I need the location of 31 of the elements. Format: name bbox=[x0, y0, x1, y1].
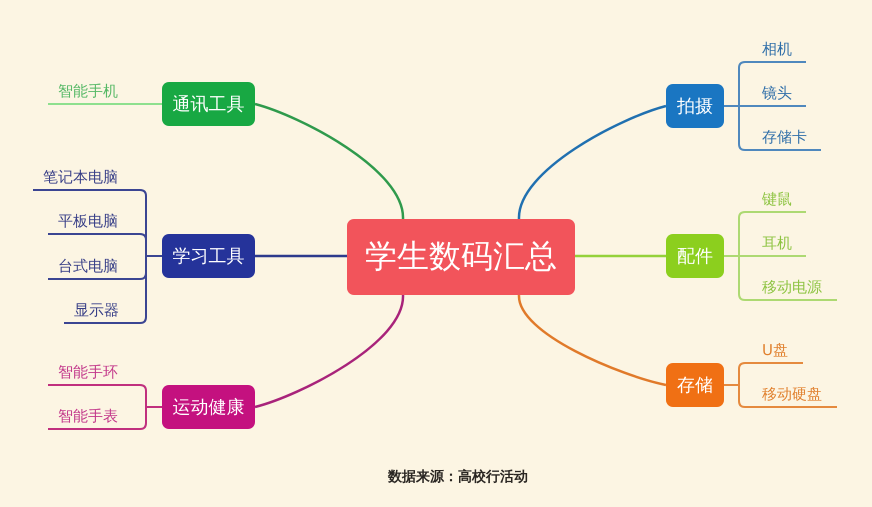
curved-connector bbox=[254, 294, 404, 408]
branch-topic-box: 运动健康 bbox=[162, 385, 255, 429]
underlined-topic: 移动电源 bbox=[745, 276, 837, 301]
curved-connector bbox=[254, 102, 404, 220]
underlined-topic: 存储卡 bbox=[745, 126, 821, 151]
connector-line bbox=[575, 254, 666, 258]
central-topic-box: 学生数码汇总 bbox=[347, 219, 575, 295]
underlined-topic: 键鼠 bbox=[745, 188, 806, 213]
underlined-topic: 智能手机 bbox=[48, 80, 140, 105]
underlined-topic: 智能手表 bbox=[48, 405, 140, 430]
underlined-topic: 显示器 bbox=[64, 299, 140, 324]
underlined-topic: U盘 bbox=[745, 339, 803, 364]
underlined-topic: 笔记本电脑 bbox=[33, 166, 140, 191]
underlined-topic: 移动硬盘 bbox=[745, 383, 837, 408]
branch-topic-box: 学习工具 bbox=[162, 234, 255, 278]
curved-connector bbox=[518, 104, 666, 220]
underlined-topic: 耳机 bbox=[745, 232, 806, 257]
underlined-topic: 智能手环 bbox=[48, 361, 140, 386]
branch-topic-box: 配件 bbox=[666, 234, 724, 278]
branch-topic-box: 存储 bbox=[666, 363, 724, 407]
underlined-topic: 镜头 bbox=[745, 82, 806, 107]
connector-line bbox=[255, 254, 347, 258]
underlined-topic: 相机 bbox=[745, 38, 806, 63]
branch-topic-box: 拍摄 bbox=[666, 84, 724, 128]
underlined-topic: 台式电脑 bbox=[48, 255, 140, 280]
connector-line bbox=[140, 103, 162, 105]
branch-topic-box: 通讯工具 bbox=[162, 82, 255, 126]
underlined-topic: 平板电脑 bbox=[48, 210, 140, 235]
curved-connector bbox=[518, 294, 666, 386]
source-caption: 数据来源：高校行活动 bbox=[388, 468, 528, 487]
bracket-connector bbox=[724, 384, 746, 408]
